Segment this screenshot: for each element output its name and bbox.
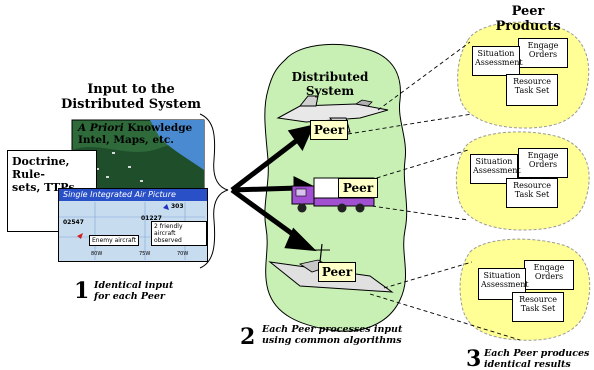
cloud-title: Distributed System <box>290 70 370 98</box>
engage-orders-doc-2: Engage Orders <box>518 148 568 178</box>
priori-italic: A Priori <box>78 122 124 134</box>
situation-line1: Situation <box>483 271 521 280</box>
resource-line2: Task Set <box>520 304 556 313</box>
resource-task-doc-1: Resource Task Set <box>506 74 558 106</box>
situation-line1: Situation <box>477 49 515 58</box>
sia-title: Single Integrated Air Picture <box>59 189 207 201</box>
situation-assessment-doc-1: Situation Assessment <box>472 46 523 76</box>
engage-line2: Orders <box>528 160 558 169</box>
priori-rest: Knowledge <box>123 122 193 134</box>
caption-3-line1: Each Peer produces <box>484 348 590 359</box>
resource-task-doc-3: Resource Task Set <box>512 292 564 322</box>
engage-orders-doc-3: Engage Orders <box>524 260 574 290</box>
input-title-line1: Input to the <box>87 82 175 97</box>
engage-orders-doc-1: Engage Orders <box>518 38 568 68</box>
situation-line2: Assessment <box>481 280 529 289</box>
caption-1-text: Identical input for each Peer <box>94 280 212 302</box>
engage-line2: Orders <box>534 272 564 281</box>
sia-picture: Single Integrated Air Picture 303 01227 … <box>58 188 208 262</box>
resource-line2: Task Set <box>514 190 550 199</box>
caption-1-line2: for each Peer <box>94 291 165 302</box>
caption-3: 3 Each Peer produces identical results <box>466 346 594 370</box>
engage-line1: Engage <box>533 263 565 272</box>
resource-line1: Resource <box>513 181 551 190</box>
peer-label-3: Peer <box>318 262 356 282</box>
engage-line1: Engage <box>527 41 559 50</box>
caption-3-text: Each Peer produces identical results <box>484 348 594 370</box>
caption-1-line1: Identical input <box>94 280 174 291</box>
caption-2-line1: Each Peer processes input <box>262 324 403 335</box>
input-title: Input to the Distributed System <box>56 82 206 112</box>
caption-2-text: Each Peer processes input using common a… <box>262 324 420 346</box>
caption-2-line2: using common algorithms <box>262 335 402 346</box>
sia-callout-friendly-line2: observed <box>154 237 182 244</box>
cloud-title-line1: Distributed <box>291 70 369 84</box>
sia-callout-friendly: 2 friendly aircraft observed <box>151 221 207 246</box>
peer-label-2: Peer <box>338 178 378 198</box>
caption-1-number: 1 <box>74 278 90 304</box>
peer-products-title: Peer Products <box>495 4 561 34</box>
caption-2-number: 2 <box>240 324 256 350</box>
situation-line1: Situation <box>475 157 513 166</box>
sia-callout-enemy: Enemy aircraft <box>89 235 140 246</box>
intel-maps-label: Intel, Maps, etc. <box>78 134 174 146</box>
situation-line2: Assessment <box>475 58 523 67</box>
resource-line1: Resource <box>513 77 551 86</box>
caption-1: 1 Identical input for each Peer <box>74 278 214 306</box>
input-title-line2: Distributed System <box>60 97 202 112</box>
resource-task-doc-2: Resource Task Set <box>506 178 558 208</box>
sia-track-303: 303 <box>171 203 184 210</box>
distribution-arrows <box>230 124 318 252</box>
peer-product-connectors <box>347 41 521 341</box>
sia-callout-friendly-line1: 2 friendly aircraft <box>154 223 183 237</box>
situation-line2: Assessment <box>473 166 521 175</box>
engage-line2: Orders <box>528 50 558 59</box>
cloud-title-line2: System <box>305 84 355 98</box>
sia-scale-75w: 75W <box>139 251 151 257</box>
sia-scale-70w: 70W <box>177 251 189 257</box>
caption-3-number: 3 <box>466 346 482 370</box>
resource-line2: Task Set <box>514 86 550 95</box>
peer-label-1: Peer <box>310 120 348 140</box>
caption-3-line2: identical results <box>484 359 571 370</box>
sia-track-01227: 01227 <box>141 215 162 222</box>
input-bracket <box>199 113 229 269</box>
situation-assessment-doc-2: Situation Assessment <box>470 154 521 184</box>
doctrine-line1: Doctrine, Rule- <box>12 155 70 181</box>
caption-2: 2 Each Peer processes input using common… <box>240 322 420 350</box>
engage-line1: Engage <box>527 151 559 160</box>
resource-line1: Resource <box>519 295 557 304</box>
sia-track-02547: 02547 <box>63 219 84 226</box>
priori-knowledge-label: A Priori Knowledge Intel, Maps, etc. <box>78 122 204 146</box>
sia-scale-80w: 80W <box>91 251 103 257</box>
